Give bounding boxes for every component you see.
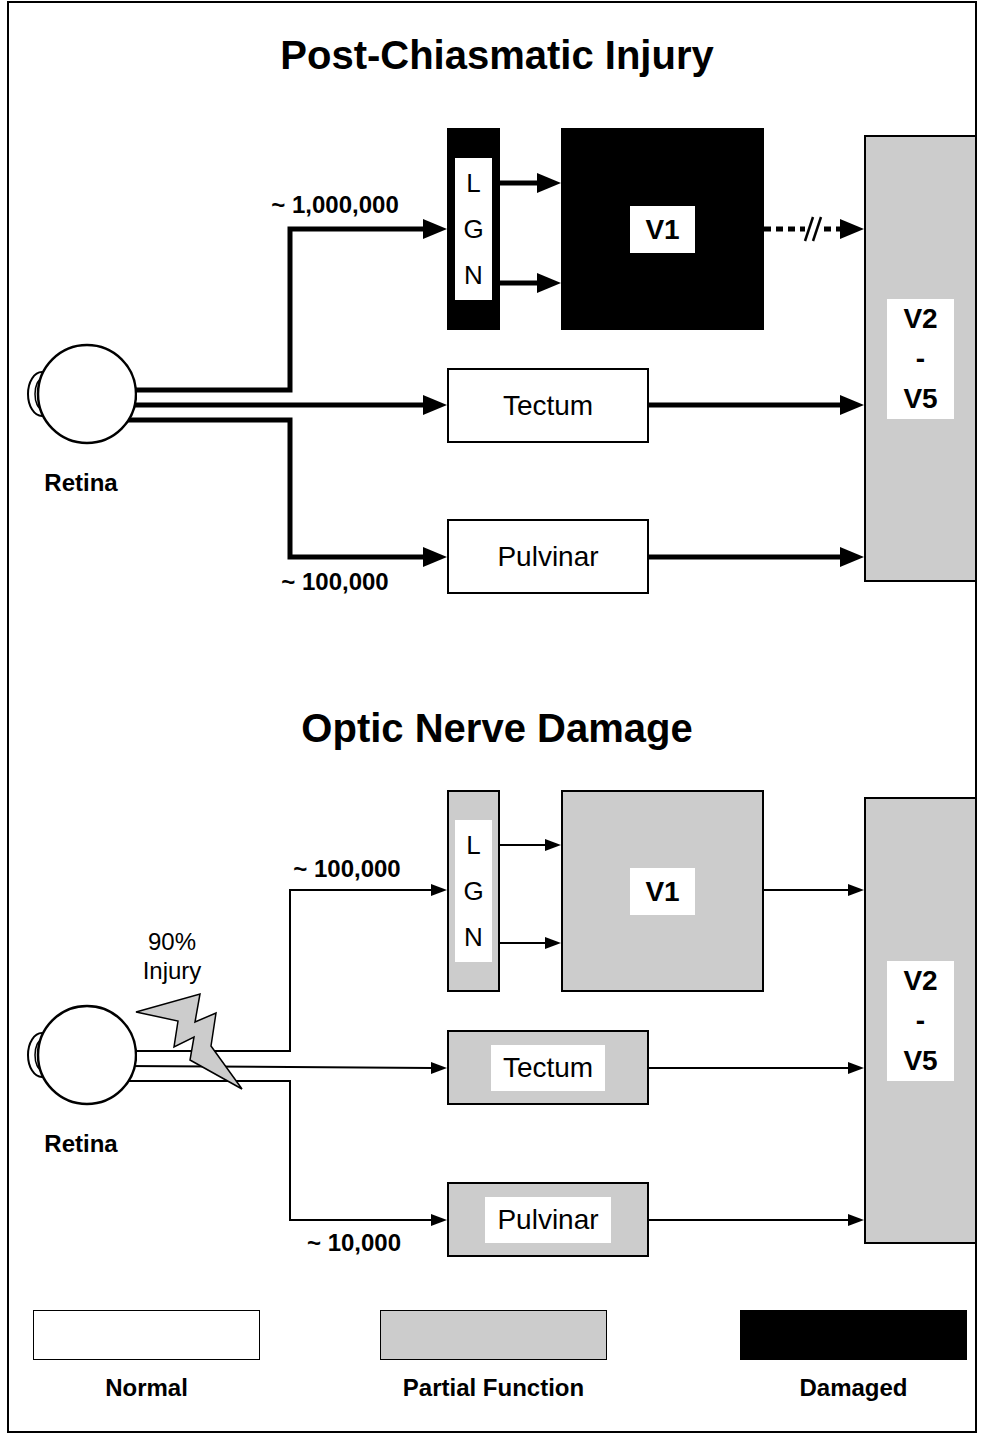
connector-line (649, 1219, 849, 1221)
arrow-head (848, 1214, 864, 1226)
arrow-head (423, 219, 447, 239)
injury-bolt (136, 994, 242, 1089)
retina-eye: Retina (25, 338, 137, 503)
eye-illustration (25, 999, 137, 1111)
arrow-head (545, 937, 561, 949)
arrow-head (545, 839, 561, 851)
legend-label: Normal (105, 1373, 188, 1403)
node-label: V1 (630, 206, 694, 253)
node-label: Tectum (491, 1045, 605, 1091)
retina-label: Retina (44, 468, 117, 498)
connector (125, 420, 447, 567)
connector (764, 884, 864, 896)
arrow-head (431, 884, 447, 896)
arrow-head (423, 395, 447, 415)
lgn-box: L G N (447, 790, 500, 992)
node-label: L G N (455, 820, 491, 962)
legend-label: Damaged (799, 1373, 907, 1403)
injury-label: 90% Injury (143, 927, 202, 985)
tectum-box: Tectum (447, 1030, 649, 1105)
node-label: Tectum (503, 389, 593, 423)
connector (125, 884, 447, 1051)
connector-line (125, 1081, 432, 1220)
connector-line (649, 403, 841, 408)
node-label: V2 - V5 (887, 299, 953, 419)
connector (649, 1062, 864, 1074)
legend-swatch (33, 1310, 260, 1360)
legend-swatch (740, 1310, 967, 1360)
node-label: L G N (455, 158, 491, 300)
connector (500, 173, 561, 193)
connector (125, 1062, 447, 1074)
connector (649, 395, 864, 415)
arrow-head (840, 547, 864, 567)
connector-line (125, 420, 424, 557)
arrow-head (848, 1062, 864, 1074)
connector (500, 839, 561, 851)
arrow-head (431, 1214, 447, 1226)
arrow-head (537, 273, 561, 293)
retina-label: Retina (44, 1129, 117, 1159)
connector-line (125, 229, 424, 390)
connector-line (500, 844, 546, 846)
node-label: Pulvinar (497, 540, 598, 574)
diagram-title: Post-Chiasmatic Injury (280, 33, 713, 78)
connector-line (500, 942, 546, 944)
pulvinar-box: Pulvinar (447, 1182, 649, 1257)
arrow-head (840, 219, 864, 239)
v1-box: V1 (561, 128, 764, 330)
eye-illustration (25, 338, 137, 450)
edge-label: ~ 100,000 (290, 855, 403, 883)
eye-globe (38, 1006, 136, 1104)
connector (649, 1214, 864, 1226)
connector (500, 273, 561, 293)
connector (125, 395, 447, 415)
arrow-head (537, 173, 561, 193)
break-gap (805, 213, 822, 245)
connector-line (764, 889, 849, 891)
extrastriate-box: V2 - V5 (864, 797, 977, 1244)
connector-line (125, 1066, 432, 1068)
legend-label: Partial Function (403, 1373, 584, 1403)
connector-line (649, 555, 841, 560)
connector-line (649, 1067, 849, 1069)
v1-box: V1 (561, 790, 764, 992)
connector-line (500, 281, 538, 286)
retina-eye: Retina (25, 999, 137, 1164)
arrow-head (431, 1062, 447, 1074)
arrow-head (423, 547, 447, 567)
connector (500, 937, 561, 949)
connector-line (125, 403, 424, 408)
break-slash (813, 217, 821, 241)
eye-globe (38, 345, 136, 443)
extrastriate-box: V2 - V5 (864, 135, 977, 582)
connector-line (500, 181, 538, 186)
connector (125, 219, 447, 390)
pulvinar-box: Pulvinar (447, 519, 649, 594)
node-label: Pulvinar (485, 1197, 610, 1243)
tectum-box: Tectum (447, 368, 649, 443)
connector-line (125, 890, 432, 1051)
arrow-head (840, 395, 864, 415)
edge-label: ~ 10,000 (304, 1229, 404, 1257)
node-label: V1 (630, 868, 694, 915)
connector (125, 1081, 447, 1226)
legend-swatch (380, 1310, 607, 1360)
frame-border (8, 2, 976, 1432)
edge-label: ~ 100,000 (278, 568, 391, 596)
connector (649, 547, 864, 567)
panel-heading: Optic Nerve Damage (301, 705, 692, 751)
connector-line (764, 227, 841, 232)
lgn-box: L G N (447, 128, 500, 330)
break-slash (805, 217, 813, 241)
edge-label: ~ 1,000,000 (268, 191, 401, 219)
arrow-head (848, 884, 864, 896)
node-label: V2 - V5 (887, 961, 953, 1081)
